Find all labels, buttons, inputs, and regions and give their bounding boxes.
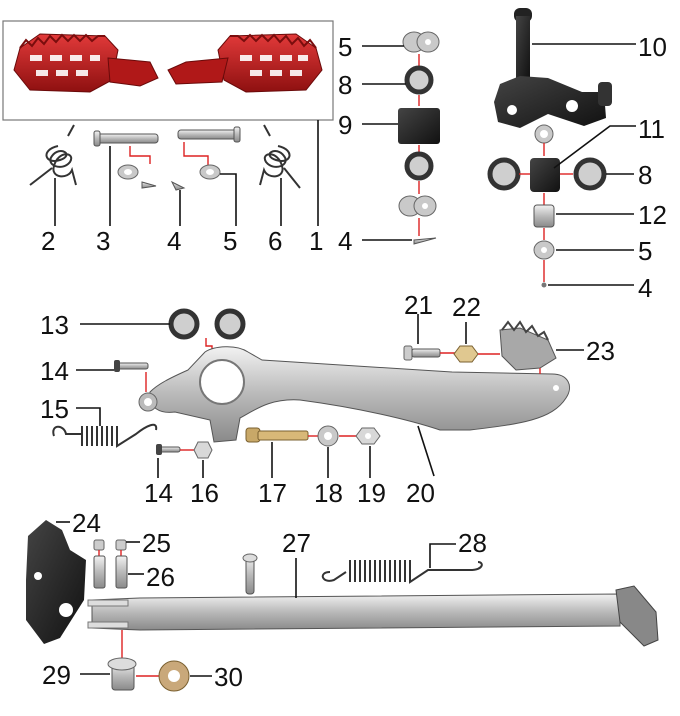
brake-pedal-arm	[138, 346, 570, 443]
footpeg-pin-right	[177, 126, 241, 143]
stand-bolt-29	[107, 630, 160, 691]
nut-22	[453, 345, 479, 363]
label-16: 16	[190, 478, 219, 508]
label-5a: 5	[223, 226, 237, 256]
label-5b: 5	[338, 32, 352, 62]
bearings-13	[168, 308, 246, 352]
label-13: 13	[40, 310, 69, 340]
label-20: 20	[406, 478, 435, 508]
label-18: 18	[314, 478, 343, 508]
link-line	[129, 146, 151, 164]
label-14a: 14	[40, 356, 69, 386]
label-24: 24	[72, 508, 101, 538]
label-19: 19	[357, 478, 386, 508]
pedal-tip-23	[499, 320, 557, 371]
label-26: 26	[146, 562, 175, 592]
label-8b: 8	[638, 160, 652, 190]
return-spring-left: 2	[29, 124, 77, 256]
label-4c: 4	[638, 273, 652, 303]
label-15: 15	[40, 394, 69, 424]
label-30: 30	[214, 662, 243, 692]
label-23: 23	[586, 336, 615, 366]
bolt-21	[403, 345, 441, 361]
side-stand-27	[87, 553, 659, 647]
label-1: 1	[309, 226, 323, 256]
cotter-pin-4-a	[170, 180, 186, 191]
label-14b: 14	[144, 478, 173, 508]
label-11: 11	[638, 114, 665, 144]
return-spring-right: 6	[259, 124, 301, 256]
spacer-12	[533, 204, 555, 228]
label-25: 25	[142, 528, 171, 558]
bolt-14-bottom	[156, 441, 213, 459]
cotter-pin-left	[141, 181, 157, 189]
label-4b: 4	[338, 226, 352, 256]
label-8a: 8	[338, 70, 352, 100]
right-footpeg	[167, 33, 323, 93]
label-22: 22	[452, 292, 481, 322]
label-29: 29	[42, 660, 71, 690]
stand-spring-28	[321, 560, 483, 584]
label-17: 17	[258, 478, 287, 508]
pivot-stack	[398, 31, 440, 245]
link-line	[183, 142, 209, 165]
label-12: 12	[638, 200, 667, 230]
footpeg-pin-left: 3	[93, 130, 159, 256]
label-6: 6	[268, 226, 282, 256]
bushing-11	[530, 158, 560, 192]
bolt-14-top	[114, 360, 149, 392]
label-21: 21	[404, 290, 433, 320]
label-9: 9	[338, 110, 352, 140]
label-5c: 5	[638, 236, 652, 266]
left-footpeg	[13, 33, 159, 93]
pedal-return-spring	[52, 423, 158, 448]
label-10: 10	[638, 32, 667, 62]
bolts-25-26	[93, 539, 128, 589]
stand-bracket-24	[26, 520, 86, 644]
label-2: 2	[41, 226, 55, 256]
brake-pedal-bracket	[494, 8, 612, 128]
footpeg-assembly: 1	[2, 20, 334, 256]
label-28: 28	[458, 528, 487, 558]
bolt-17	[245, 427, 318, 443]
label-4a: 4	[167, 226, 181, 256]
label-27: 27	[282, 528, 311, 558]
label-3: 3	[96, 226, 110, 256]
